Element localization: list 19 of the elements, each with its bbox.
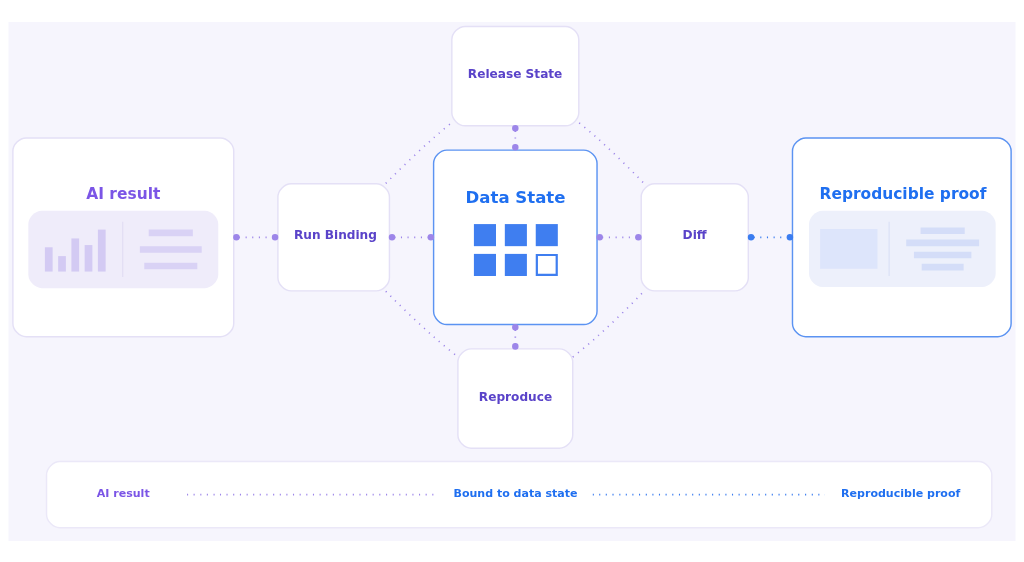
connector — [747, 233, 794, 241]
connector — [233, 233, 279, 241]
node-box: Data State — [432, 148, 598, 325]
node-text: Reproducible proof — [841, 486, 961, 500]
node-box: Run Binding — [277, 182, 391, 292]
node-box: AI result — [12, 136, 235, 337]
connector — [578, 121, 645, 184]
node-box: Reproducible proof — [791, 136, 1012, 337]
connector — [571, 290, 645, 358]
node-box: Release State — [451, 25, 580, 126]
connector — [385, 121, 453, 184]
connector — [512, 124, 519, 151]
cluster — [45, 460, 993, 528]
node-box: Diff — [640, 182, 750, 292]
connector — [388, 233, 435, 241]
connector — [596, 233, 642, 241]
node-box: Reproduce — [457, 347, 574, 449]
node-text: Bound to data state — [453, 486, 578, 500]
node-text: AI result — [96, 486, 150, 500]
